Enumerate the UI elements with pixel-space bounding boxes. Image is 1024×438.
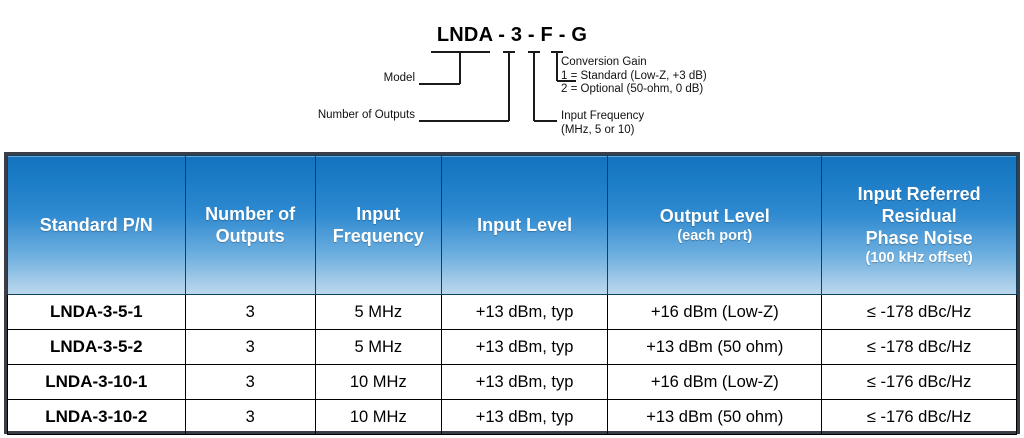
annotation-conversion-gain: Conversion Gain 1 = Standard (Low-Z, +3 … <box>561 56 707 97</box>
part-number-diagram: LNDA - 3 - F - G Model Number of Outputs… <box>0 0 1024 150</box>
cell-phase-noise: ≤ -176 dBc/Hz <box>821 399 1017 435</box>
cell-number-of-outputs: 3 <box>184 294 316 330</box>
table-body: LNDA-3-5-1 3 5 MHz +13 dBm, typ +16 dBm … <box>7 294 1017 435</box>
column-header-input-level: Input Level <box>440 155 609 295</box>
table-row: LNDA-3-5-1 3 5 MHz +13 dBm, typ +16 dBm … <box>7 294 1017 330</box>
cell-output-level: +13 dBm (50 ohm) <box>607 329 823 365</box>
column-header-standard-pn: Standard P/N <box>7 155 186 295</box>
column-header-standard-pn-label: Standard P/N <box>39 215 153 235</box>
cell-standard-pn: LNDA-3-10-1 <box>7 364 186 400</box>
table-row: LNDA-3-5-2 3 5 MHz +13 dBm, typ +13 dBm … <box>7 329 1017 365</box>
cell-phase-noise: ≤ -178 dBc/Hz <box>821 294 1017 330</box>
cell-number-of-outputs: 3 <box>184 399 316 435</box>
column-header-output-level-label: Output Level <box>659 205 770 226</box>
cell-input-level: +13 dBm, typ <box>440 364 609 400</box>
part-number-code: LNDA - 3 - F - G <box>436 24 588 46</box>
column-header-input-level-label: Input Level <box>477 215 573 235</box>
cell-input-level: +13 dBm, typ <box>440 399 609 435</box>
part-number-leader-lines <box>419 50 576 123</box>
annotation-number-of-outputs: Number of Outputs <box>317 109 415 121</box>
cell-phase-noise: ≤ -178 dBc/Hz <box>821 329 1017 365</box>
cell-input-frequency: 5 MHz <box>314 329 442 365</box>
cell-output-level: +13 dBm (50 ohm) <box>607 399 823 435</box>
cell-input-frequency: 10 MHz <box>314 399 442 435</box>
cell-output-level: +16 dBm (Low-Z) <box>607 294 823 330</box>
cell-standard-pn: LNDA-3-10-2 <box>7 399 186 435</box>
annotation-input-frequency-detail: (MHz, 5 or 10) <box>561 123 635 136</box>
cell-standard-pn: LNDA-3-5-2 <box>7 329 186 365</box>
cell-input-level: +13 dBm, typ <box>440 294 609 330</box>
annotation-conversion-gain-title: Conversion Gain <box>561 56 647 68</box>
cell-input-frequency: 5 MHz <box>314 294 442 330</box>
column-header-output-level: Output Level (each port) <box>607 155 823 295</box>
annotation-conversion-gain-option-1: 1 = Standard (Low-Z, +3 dB) <box>561 69 707 82</box>
cell-number-of-outputs: 3 <box>184 364 316 400</box>
cell-input-level: +13 dBm, typ <box>440 329 609 365</box>
cell-input-frequency: 10 MHz <box>314 364 442 400</box>
column-header-phase-noise-sub: (100 kHz offset) <box>865 249 973 266</box>
cell-output-level: +16 dBm (Low-Z) <box>607 364 823 400</box>
cell-phase-noise: ≤ -176 dBc/Hz <box>821 364 1017 400</box>
annotation-conversion-gain-option-2: 2 = Optional (50-ohm, 0 dB) <box>561 83 704 96</box>
cell-standard-pn: LNDA-3-5-1 <box>7 294 186 330</box>
table-row: LNDA-3-10-2 3 10 MHz +13 dBm, typ +13 dB… <box>7 399 1017 435</box>
cell-number-of-outputs: 3 <box>184 329 316 365</box>
annotation-input-frequency: Input Frequency (MHz, 5 or 10) <box>561 110 644 137</box>
column-header-output-level-sub: (each port) <box>677 227 753 244</box>
annotation-input-frequency-title: Input Frequency <box>561 110 645 122</box>
annotation-model: Model <box>383 72 415 84</box>
table-row: LNDA-3-10-1 3 10 MHz +13 dBm, typ +16 dB… <box>7 364 1017 400</box>
